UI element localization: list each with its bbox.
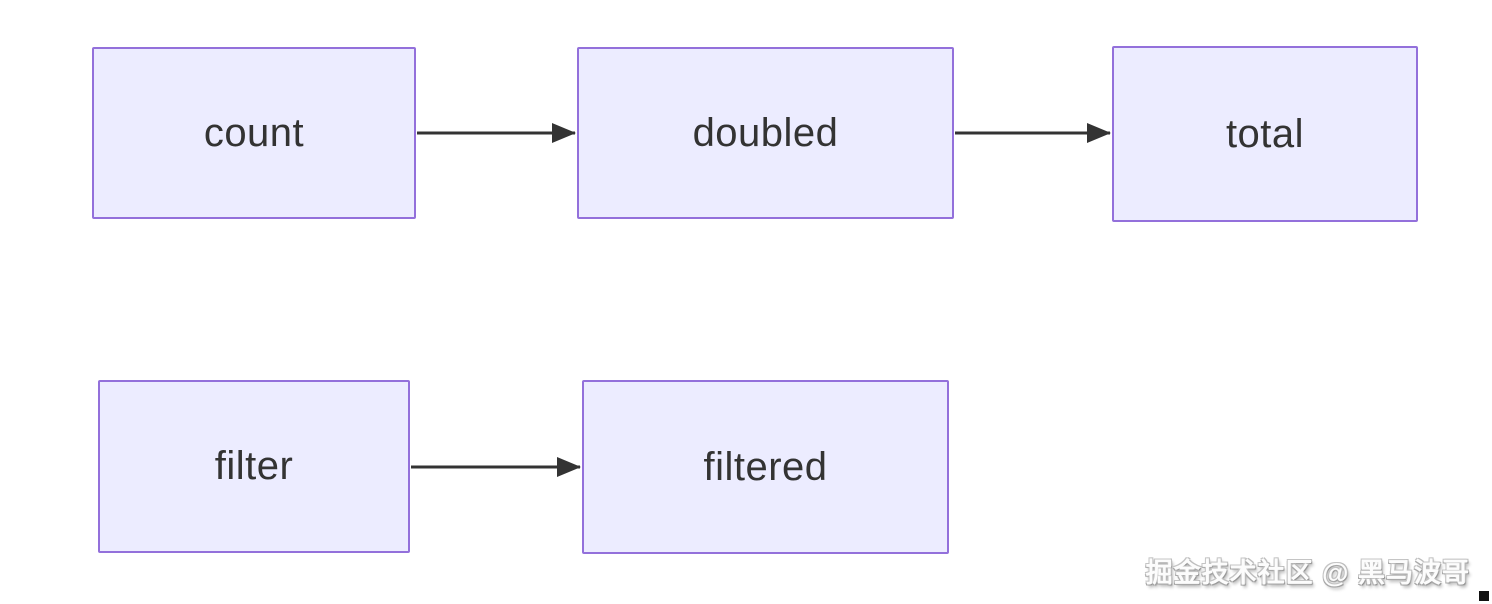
node-filter-label: filter <box>214 444 294 488</box>
node-count: count <box>92 47 416 219</box>
node-count-label: count <box>203 110 305 155</box>
node-total-label: total <box>1225 111 1305 156</box>
node-doubled: doubled <box>577 47 954 219</box>
watermark-text: 掘金技术社区 @ 黑马波哥 <box>1145 558 1470 588</box>
node-total: total <box>1112 46 1418 222</box>
node-doubled-label: doubled <box>692 110 839 155</box>
node-filtered-label: filtered <box>703 444 828 489</box>
node-filter: filter <box>98 380 410 553</box>
node-filtered: filtered <box>582 380 949 554</box>
corner-square-mark <box>1479 591 1489 601</box>
